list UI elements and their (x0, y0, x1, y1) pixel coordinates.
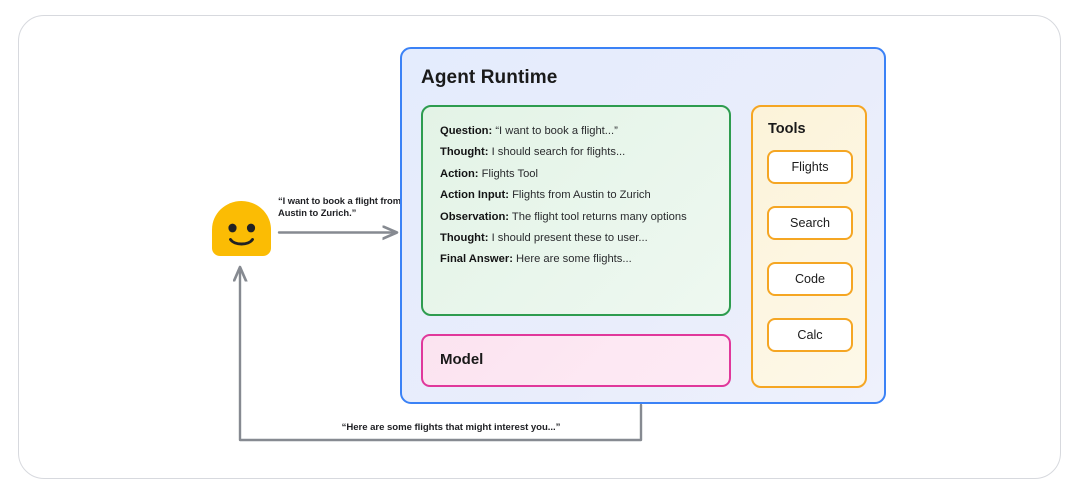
trace-line-label: Action: (440, 167, 479, 180)
agent-runtime-title: Agent Runtime (421, 67, 558, 88)
react-trace-box: Question: “I want to book a flight...” T… (421, 105, 731, 316)
trace-line-value: I should present these to user... (491, 232, 648, 245)
user-avatar (212, 201, 271, 256)
request-label: “I want to book a flight from Austin to … (278, 195, 402, 219)
tool-chip-calc[interactable]: Calc (767, 318, 853, 352)
trace-line: Question: “I want to book a flight...” (440, 121, 715, 142)
tool-chip-search[interactable]: Search (767, 206, 853, 240)
trace-line-label: Observation: (440, 210, 510, 223)
smiley-blob-face-icon (212, 201, 271, 256)
trace-line: Observation: The flight tool returns man… (440, 207, 715, 228)
trace-line-label: Question: (440, 125, 493, 137)
tool-chip-code[interactable]: Code (767, 262, 853, 296)
trace-line-label: Thought: (440, 232, 489, 245)
trace-line-value: Here are some flights... (516, 253, 632, 266)
trace-line-value: I should search for flights... (491, 146, 626, 159)
trace-line-value: “I want to book a flight...” (495, 125, 618, 137)
trace-line-value: Flights Tool (481, 167, 539, 180)
trace-line: Final Answer: Here are some flights... (440, 249, 715, 270)
tool-chip-flights[interactable]: Flights (767, 150, 853, 184)
response-label: “Here are some flights that might intere… (341, 422, 561, 433)
trace-line-value: Flights from Austin to Zurich (512, 189, 651, 202)
trace-line-label: Action Input: (440, 189, 509, 202)
trace-line: Thought: I should present these to user.… (440, 228, 715, 249)
trace-line-label: Final Answer: (440, 253, 513, 266)
model-title: Model (440, 351, 484, 368)
trace-line: Action: Flights Tool (440, 164, 715, 185)
agent-runtime-box: Agent Runtime Question: “I want to book … (400, 47, 886, 404)
trace-line: Thought: I should search for flights... (440, 142, 715, 163)
trace-line: Action Input: Flights from Austin to Zur… (440, 185, 715, 206)
model-box: Model (421, 334, 731, 387)
tools-panel: Tools Flights Search Code Calc (751, 105, 867, 388)
trace-line-label: Thought: (440, 146, 489, 159)
tools-panel-title: Tools (768, 121, 806, 137)
tools-list: Flights Search Code Calc (767, 150, 853, 352)
trace-line-value: The flight tool returns many options (511, 210, 687, 223)
